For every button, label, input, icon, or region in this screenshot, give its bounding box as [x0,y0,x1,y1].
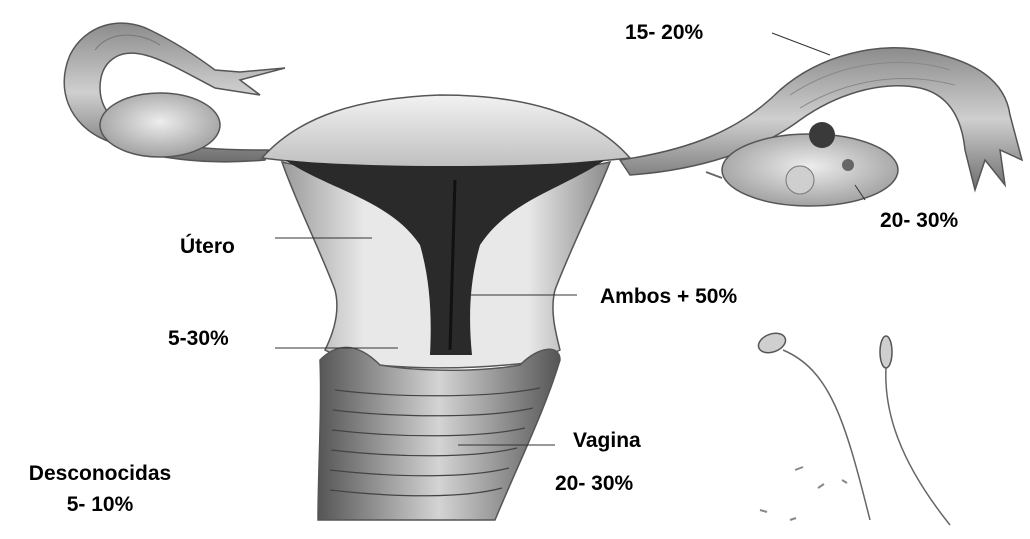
label-cervix: 5-30% [168,328,229,349]
sperm-illustration [756,330,950,525]
vagina [318,347,560,520]
label-vagina-percent: 20- 30% [555,473,633,494]
label-uterus: Útero [180,236,235,257]
label-vagina: Vagina [573,430,641,451]
label-both: Ambos + 50% [600,286,737,307]
left-ovary [100,93,220,157]
label-unknown: Desconocidas [29,463,171,484]
label-ovary: 20- 30% [880,210,958,231]
label-tube: 15- 20% [625,22,703,43]
label-unknown-percent: 5- 10% [67,494,134,515]
uterine-fundus [262,95,630,170]
leader-line-tube [772,33,830,55]
